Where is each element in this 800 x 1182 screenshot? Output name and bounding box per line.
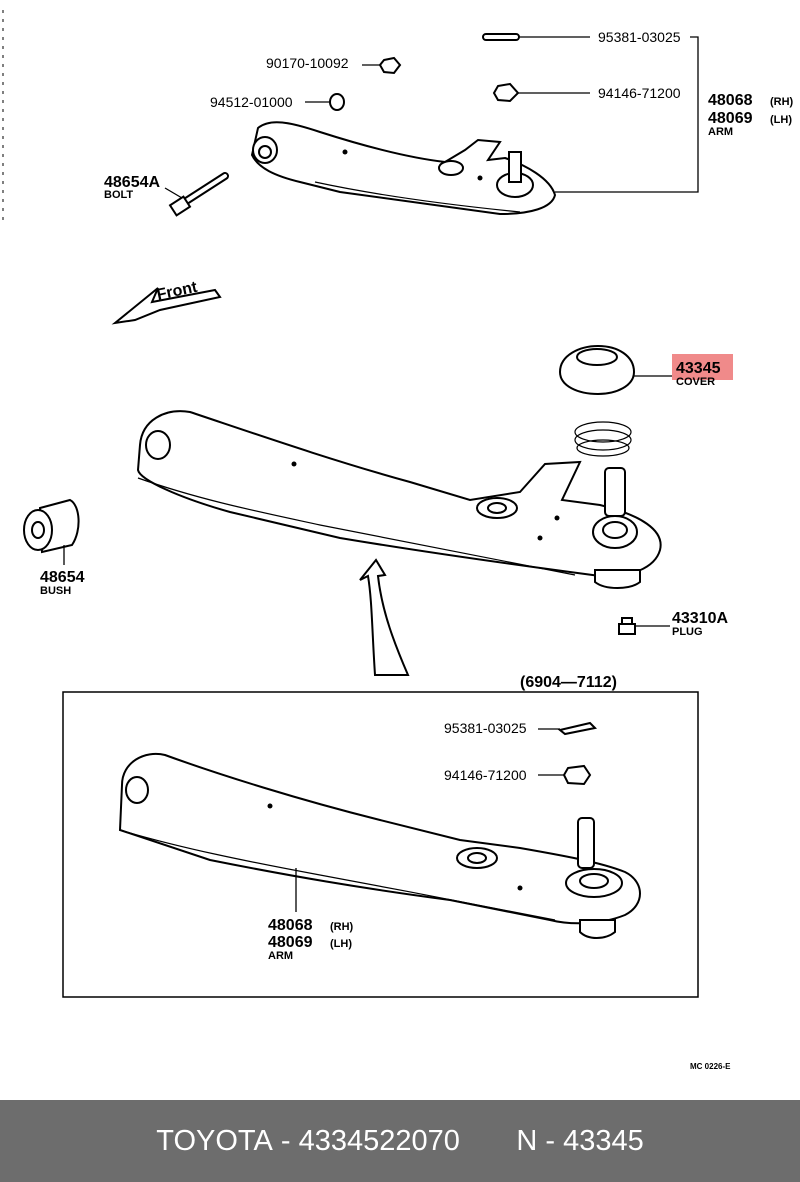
label-bolt: BOLT xyxy=(104,189,133,201)
label-arm: ARM xyxy=(708,126,733,138)
label-94146-top: 94146-71200 xyxy=(598,85,681,101)
label-90170: 90170-10092 xyxy=(266,55,349,71)
parts-diagram: 95381-03025 90170-10092 94146-71200 9451… xyxy=(2,10,794,1071)
footer-n-prefix: N xyxy=(516,1124,538,1157)
label-inset-arm-lh-number: 48069 xyxy=(268,934,313,951)
label-bush: BUSH xyxy=(40,585,71,597)
label-arm-lh-side: (LH) xyxy=(770,114,792,126)
label-arm-lh-number: 48069 xyxy=(708,110,753,127)
upper-arm-body xyxy=(250,121,557,216)
bolt-48654A xyxy=(164,172,229,217)
label-bush-number: 48654 xyxy=(40,569,85,586)
upper-arm-assembly xyxy=(250,121,557,216)
upper-arm-bushing-hole xyxy=(258,145,272,159)
label-inset-date-range: (6904—7112) xyxy=(520,674,617,691)
label-arm-rh-number: 48068 xyxy=(708,92,753,109)
lower-arm-assembly xyxy=(136,410,662,589)
cover-highlight xyxy=(672,354,733,380)
label-cover: COVER xyxy=(676,376,715,388)
label-arm-rh-side: (RH) xyxy=(770,96,794,108)
upper-arm-hole xyxy=(342,149,348,155)
inset-arm-assembly xyxy=(118,752,641,939)
front-arrow xyxy=(111,287,222,325)
inset-nut xyxy=(538,764,592,786)
label-inset-arm-rh-side: (RH) xyxy=(330,921,354,933)
label-plug: PLUG xyxy=(672,626,703,638)
inset-cotter-pin xyxy=(538,721,598,736)
bush-48654-drawing xyxy=(23,498,80,565)
label-95381-top: 95381-03025 xyxy=(598,29,681,45)
nut-90170 xyxy=(362,56,402,75)
label-inset-arm: ARM xyxy=(268,950,293,962)
footer-separator: - xyxy=(272,1124,299,1157)
footer-n-number: 43345 xyxy=(563,1124,644,1157)
footer-part-number: 4334522070 xyxy=(298,1124,460,1157)
label-inset-arm-lh-side: (LH) xyxy=(330,938,352,950)
label-94512: 94512-01000 xyxy=(210,94,293,110)
label-95381-inset: 95381-03025 xyxy=(444,720,527,736)
arm-label-bracket xyxy=(555,36,699,193)
upper-arm-flange xyxy=(314,181,521,213)
inset-frame xyxy=(62,691,699,998)
upper-arm-rivet xyxy=(477,175,483,181)
label-94146-inset: 94146-71200 xyxy=(444,767,527,783)
footer-gap xyxy=(460,1125,516,1158)
cotter-pin-top xyxy=(482,33,590,41)
plug-43310A-drawing xyxy=(618,617,670,635)
label-bolt-number: 48654A xyxy=(104,174,160,191)
footer-brand: TOYOTA xyxy=(156,1124,273,1157)
spring-clip-drawing xyxy=(574,421,632,457)
catalog-code: MC 0226-E xyxy=(690,1062,731,1071)
label-inset-arm-rh-number: 48068 xyxy=(268,917,313,934)
footer-bar: TOYOTA - 4334522070 N - 43345 xyxy=(0,1100,800,1182)
upper-arm-washer xyxy=(438,160,464,176)
label-cover-number: 43345 xyxy=(676,360,721,377)
upper-ball-joint-stud xyxy=(508,151,522,183)
up-arrow xyxy=(359,558,410,676)
washer-94512 xyxy=(305,93,345,111)
nut-94146-top xyxy=(492,82,590,103)
cover-43345-drawing xyxy=(558,344,672,396)
label-plug-number: 43310A xyxy=(672,610,728,627)
footer-separator-2: - xyxy=(537,1124,564,1157)
